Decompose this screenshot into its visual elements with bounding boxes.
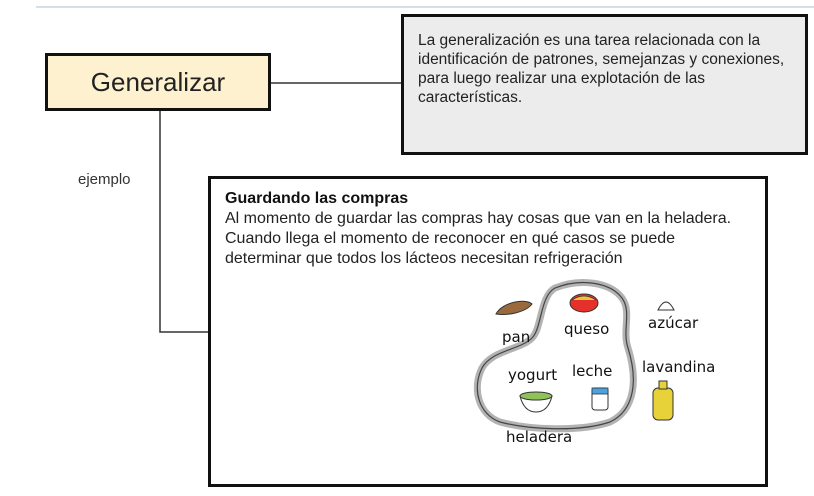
definition-box: La generalización es una tarea relaciona… [401,14,808,155]
yogurt-label: yogurt [508,366,557,384]
generalizar-node[interactable]: Generalizar [45,53,271,111]
leche-label: leche [572,362,612,380]
bread-icon [495,300,533,315]
example-box: Guardando las compras Al momento de guar… [208,176,768,487]
definition-text: La generalización es una tarea relaciona… [418,32,785,106]
example-title: Guardando las compras [225,190,409,207]
heladera-label: heladera [506,428,572,445]
lavandina-label: lavandina [642,358,715,376]
azucar-label: azúcar [648,314,699,332]
bleach-icon [652,387,674,421]
top-divider [36,6,814,8]
queso-label: queso [564,320,609,338]
generalizar-label: Generalizar [90,66,226,97]
pan-label: pan [502,328,530,346]
yogurt-icon [519,395,553,413]
fridge-sketch: pan queso azúcar yogurt leche lavandina … [473,279,715,445]
edge-label-ejemplo: ejemplo [78,171,131,188]
example-body: Al momento de guardar las compras hay co… [225,210,732,267]
fridge-outline [473,279,637,433]
connector-to-example [159,111,208,333]
sugar-icon [657,301,675,311]
